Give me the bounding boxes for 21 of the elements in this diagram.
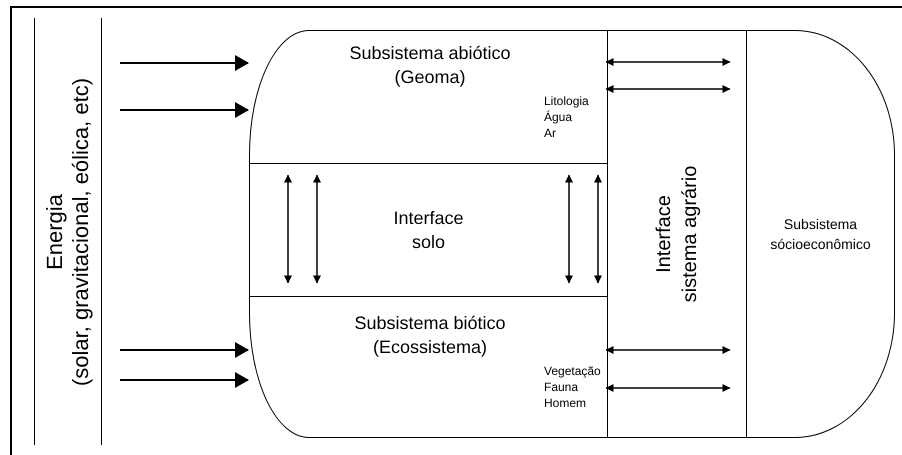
- system-outline: [249, 30, 895, 438]
- arrow: [120, 342, 249, 358]
- label-text: Interface sistema agrário: [652, 164, 702, 304]
- arrow: [120, 55, 249, 71]
- label-text: Interface solo: [393, 207, 464, 254]
- arrow: [606, 58, 730, 66]
- arrow: [606, 85, 730, 93]
- label-text: Energia: [42, 194, 68, 270]
- energy-column: [34, 18, 102, 445]
- arrow: [606, 384, 730, 392]
- arrow: [120, 372, 249, 388]
- arrow: [606, 346, 730, 354]
- label-text: Litologia Água Ar: [544, 93, 590, 141]
- interface-band: [250, 163, 607, 297]
- interface-column: [607, 31, 747, 437]
- label-text: Subsistema abiótico (Geoma): [348, 42, 512, 89]
- label-text: Subsistema biótico (Ecossistema): [353, 312, 507, 359]
- label-text: Subsistema sócioeconômico: [770, 215, 871, 254]
- arrow: [120, 102, 249, 118]
- label-text: Vegetação Fauna Homem: [544, 363, 602, 411]
- label-text: (solar, gravitacional, eólica, etc): [68, 77, 94, 386]
